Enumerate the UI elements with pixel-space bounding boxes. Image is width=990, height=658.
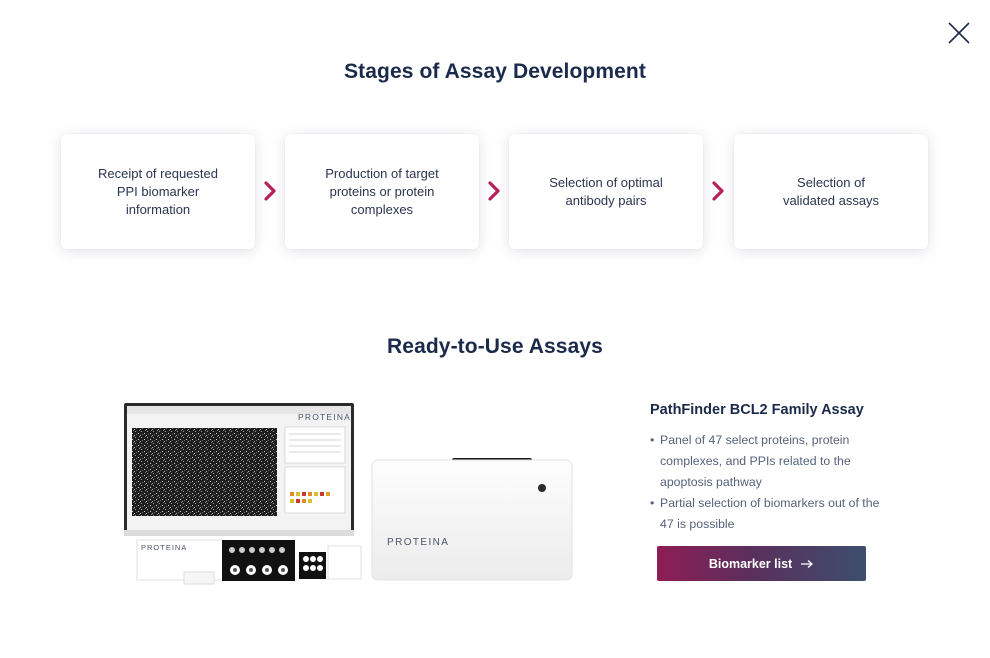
assay-bullet: Panel of 47 select proteins, protein com… <box>650 430 885 493</box>
stage-text-line: proteins or protein <box>329 183 435 199</box>
stages-title: Stages of Assay Development <box>344 60 646 83</box>
assay-bullet-list: Panel of 47 select proteins, protein com… <box>650 430 885 535</box>
biomarker-list-button[interactable]: Biomarker list <box>657 546 866 581</box>
stage-text-line: Receipt of requested <box>98 165 218 181</box>
close-button[interactable] <box>946 20 972 46</box>
box-logo: PROTEINA <box>141 543 187 552</box>
stage-text-line: complexes <box>350 201 414 217</box>
stage-text-line: Production of target <box>325 165 439 181</box>
monitor-logo: PROTEINA <box>298 412 351 422</box>
product-image: PROTEINA PROTEINA PROTEINA <box>122 400 577 590</box>
chevron-right-icon <box>711 180 725 202</box>
close-icon <box>948 22 970 44</box>
biomarker-list-label: Biomarker list <box>708 556 793 571</box>
device-logo: PROTEINA <box>387 537 449 548</box>
stage-text-line: validated assays <box>782 192 880 208</box>
assay-title: PathFinder BCL2 Family Assay <box>650 402 864 418</box>
chevron-right-icon <box>263 180 277 202</box>
stage-card-antibody-pairs: Selection of optimal antibody pairs <box>509 134 703 249</box>
stages-row: Receipt of requested PPI biomarker infor… <box>61 134 928 250</box>
stage-text-line: antibody pairs <box>565 192 647 208</box>
chevron-right-icon <box>487 180 501 202</box>
stage-text-line: information <box>125 201 191 217</box>
stage-text-line: Selection of optimal <box>549 174 663 190</box>
stage-card-receipt: Receipt of requested PPI biomarker infor… <box>61 134 255 249</box>
ready-assays-title: Ready-to-Use Assays <box>387 335 603 358</box>
stage-text-line: Selection of <box>797 174 865 190</box>
stage-text-line: PPI biomarker <box>116 183 200 199</box>
stage-card-validated-assays: Selection of validated assays <box>734 134 928 249</box>
stage-card-production: Production of target proteins or protein… <box>285 134 479 249</box>
arrow-right-icon <box>800 559 814 569</box>
assay-bullet: Partial selection of biomarkers out of t… <box>650 493 885 535</box>
